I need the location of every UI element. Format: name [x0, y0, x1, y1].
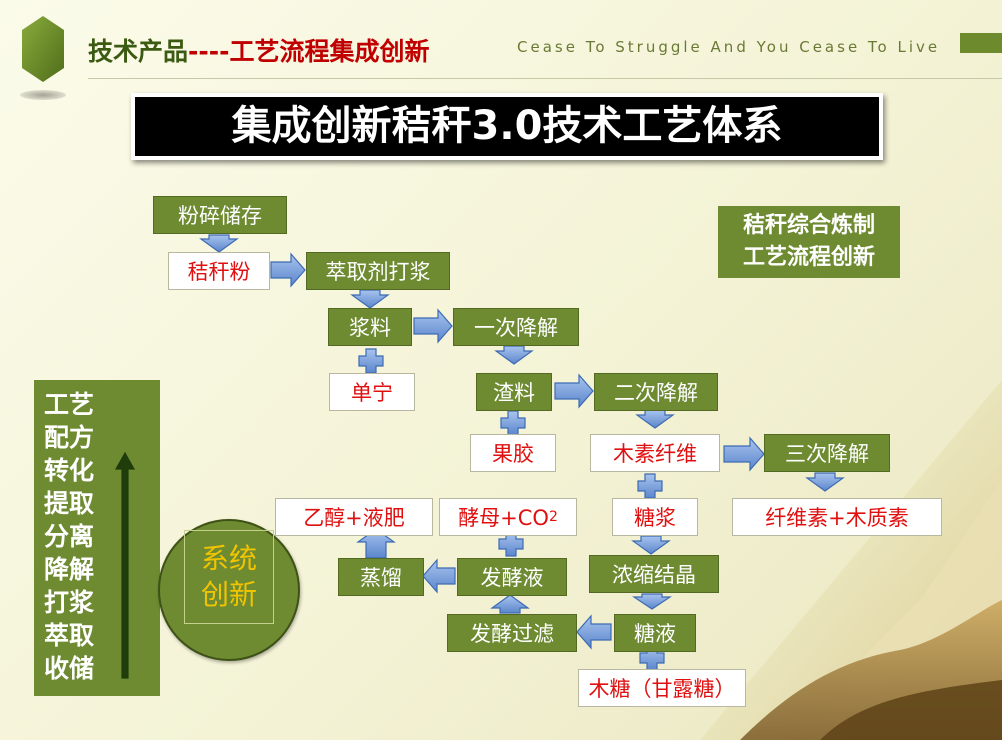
node-residue: 渣料 — [476, 373, 552, 411]
node-slurry: 浆料 — [328, 308, 412, 346]
down-arrow-icon — [631, 535, 671, 555]
down-arrow-icon — [805, 472, 845, 492]
yeast-co2-text: 酵母+CO — [458, 506, 549, 530]
node-lignocellulose: 木素纤维 — [590, 434, 720, 472]
side-note-box: 秸秆综合炼制 工艺流程创新 — [718, 206, 900, 278]
up-arrow-icon — [114, 451, 136, 679]
node-cellulose-lignin: 纤维素+木质素 — [732, 498, 942, 536]
side-note-line1: 秸秆综合炼制 — [742, 213, 875, 238]
right-arrow-icon — [413, 308, 453, 344]
side-note-line2: 工艺流程创新 — [742, 245, 875, 270]
node-primary-degradation: 一次降解 — [453, 308, 579, 346]
node-xylose: 木糖（甘露糖） — [578, 669, 746, 707]
node-tertiary-degradation: 三次降解 — [764, 434, 890, 472]
node-tannin: 单宁 — [329, 373, 415, 411]
slogan-text: Cease To Struggle And You Cease To Live — [517, 38, 941, 56]
system-line2: 创新 — [200, 578, 257, 611]
down-arrow-icon — [350, 289, 390, 309]
node-fermentation-liquid: 发酵液 — [457, 558, 567, 596]
down-arrow-icon — [632, 593, 672, 610]
right-arrow-icon — [723, 436, 765, 472]
plus-icon — [637, 473, 663, 499]
plus-icon — [500, 410, 526, 436]
node-sugar-pulp: 糖浆 — [612, 498, 698, 536]
co2-subscript: 2 — [548, 509, 558, 525]
logo-shadow — [20, 90, 66, 100]
left-steps-panel — [34, 380, 160, 696]
left-steps-list: 工艺 配方 转化 提取 分离 降解 打浆 萃取 收储 — [44, 388, 94, 685]
header-title-dash: ---- — [188, 37, 230, 66]
node-distillation: 蒸馏 — [338, 558, 424, 596]
header-title-part1: 技术产品 — [88, 37, 189, 66]
plus-icon — [498, 531, 524, 557]
header-title: 技术产品----工艺流程集成创新 — [88, 32, 430, 68]
up-arrow-icon — [490, 594, 530, 614]
node-ethanol-fertilizer: 乙醇+液肥 — [275, 498, 433, 536]
left-arrow-icon — [576, 614, 612, 650]
down-arrow-icon — [635, 409, 675, 429]
header-divider — [88, 78, 1002, 79]
slogan-accent-bar — [960, 33, 1002, 53]
system-innovation-label: 系统 创新 — [184, 530, 274, 624]
step-item: 工艺 — [44, 390, 95, 419]
step-item: 收储 — [44, 654, 95, 683]
step-item: 打浆 — [44, 588, 95, 617]
node-crush-store: 粉碎储存 — [153, 196, 287, 234]
step-item: 提取 — [44, 489, 95, 518]
right-arrow-icon — [270, 252, 306, 288]
step-item: 转化 — [44, 456, 95, 485]
node-concentrate-crystallize: 浓缩结晶 — [589, 555, 719, 593]
node-straw-powder: 秸秆粉 — [168, 252, 270, 290]
node-pectin: 果胶 — [470, 434, 556, 472]
hexagon-logo-icon — [22, 16, 64, 82]
step-item: 降解 — [44, 555, 95, 584]
node-secondary-degradation: 二次降解 — [594, 373, 718, 411]
landscape-decoration — [700, 380, 1002, 740]
node-extract-pulp: 萃取剂打浆 — [306, 252, 450, 290]
left-arrow-icon — [422, 558, 456, 594]
system-line1: 系统 — [200, 542, 257, 575]
header-title-part2: 工艺流程集成创新 — [229, 37, 430, 66]
node-fermentation-filter: 发酵过滤 — [447, 614, 577, 652]
step-item: 分离 — [44, 522, 95, 551]
system-innovation-circle — [158, 519, 300, 661]
title-banner: 集成创新秸秆3.0技术工艺体系 — [131, 93, 883, 160]
down-arrow-icon — [494, 345, 534, 365]
right-arrow-icon — [554, 373, 594, 409]
step-item: 配方 — [44, 423, 95, 452]
step-item: 萃取 — [44, 621, 95, 650]
node-sugar-liquid: 糖液 — [614, 614, 696, 652]
plus-icon — [358, 348, 384, 374]
down-arrow-icon — [199, 234, 239, 253]
